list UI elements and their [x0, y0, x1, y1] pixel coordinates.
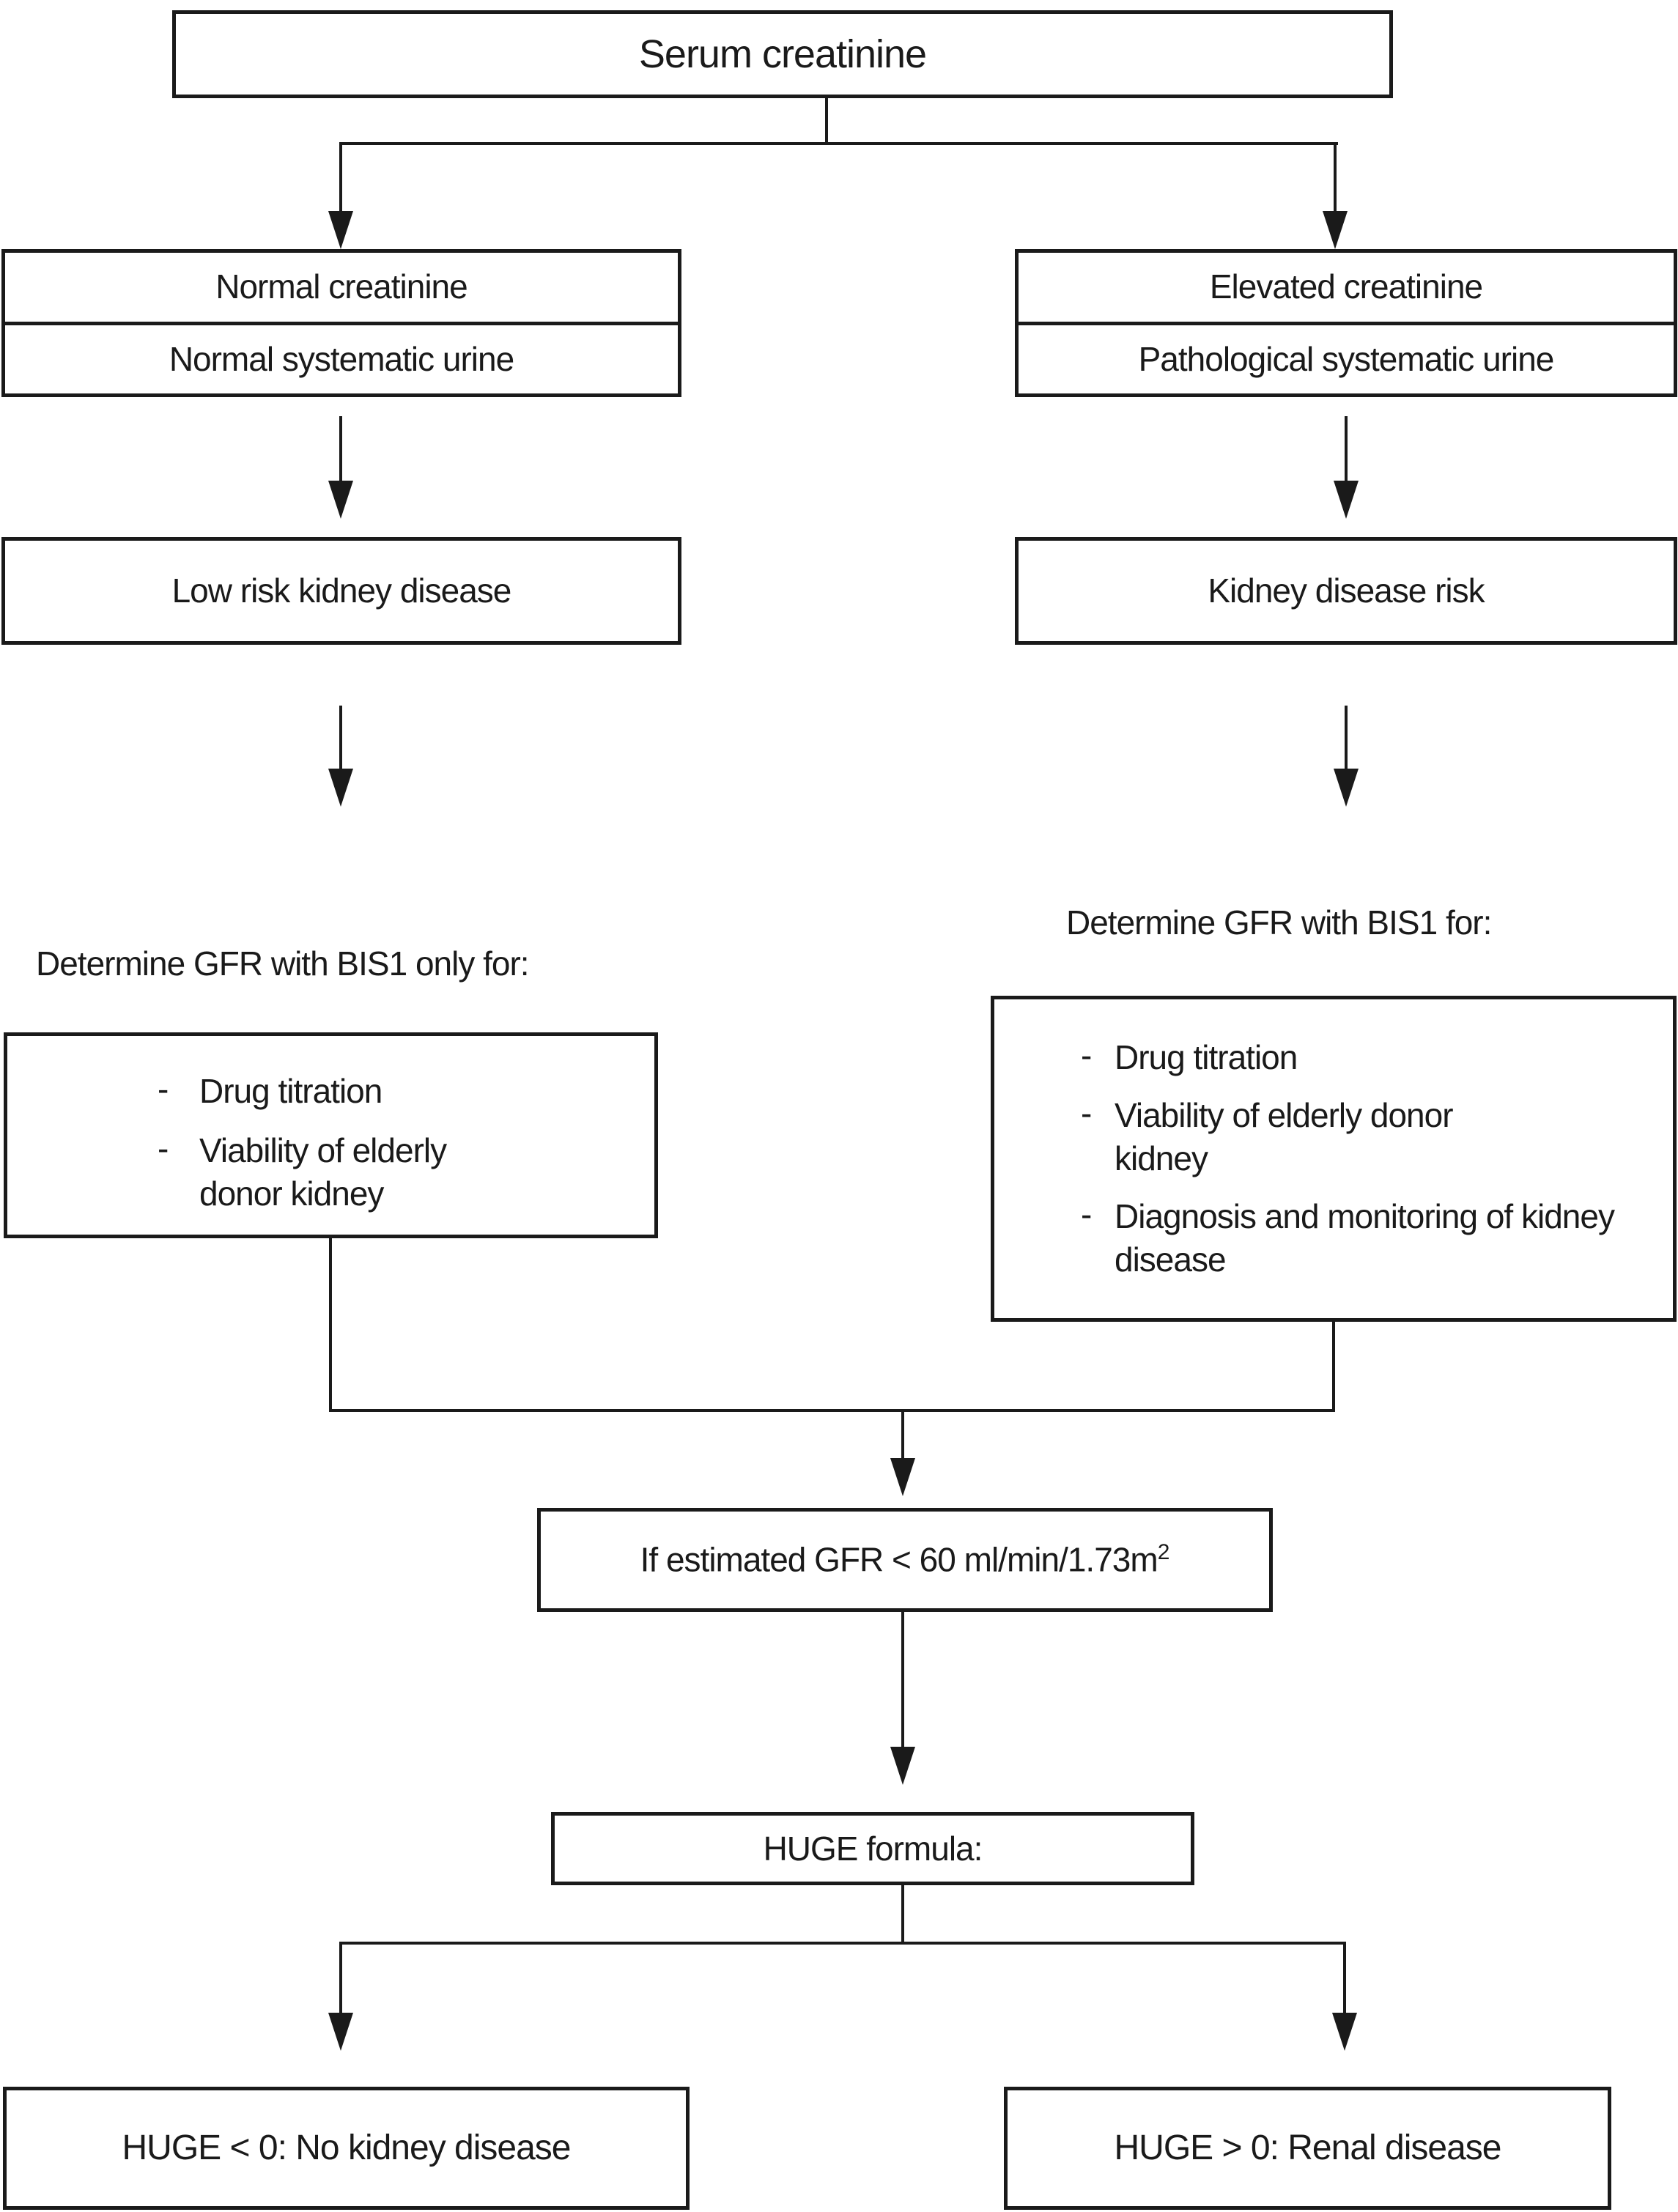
bullet-marker: -	[1081, 1093, 1092, 1132]
connector-left-to-action	[339, 706, 342, 770]
bullet-marker: -	[158, 1128, 169, 1167]
connector-merge-left	[329, 1237, 332, 1412]
arrowhead-down	[890, 1747, 915, 1785]
connector-gfr-to-huge	[901, 1610, 904, 1748]
bullet-item: - Viability of elderly donor kidney	[1081, 1093, 1454, 1180]
connector-right-to-risk	[1345, 416, 1348, 482]
arrowhead-down	[328, 769, 353, 807]
node-label: Pathological systematic urine	[1138, 339, 1555, 378]
node-kidney-disease-risk: Kidney disease risk	[1015, 537, 1677, 645]
node-low-risk-kidney-disease: Low risk kidney disease	[1, 537, 681, 645]
cell-pathological-systematic-urine: Pathological systematic urine	[1019, 325, 1674, 394]
bullet-marker: -	[1081, 1036, 1092, 1074]
node-serum-creatinine: Serum creatinine	[172, 10, 1393, 98]
arrowhead-down	[1332, 2013, 1357, 2051]
connector-outcome-left	[339, 1942, 342, 2014]
bullet-item: - Diagnosis and monitoring of kidney dis…	[1081, 1194, 1615, 1281]
arrowhead-down	[328, 2013, 353, 2051]
connector-left-branch	[339, 142, 342, 212]
cell-normal-systematic-urine: Normal systematic urine	[5, 325, 678, 394]
bullet-marker: -	[1081, 1194, 1092, 1233]
node-label: Kidney disease risk	[1208, 572, 1485, 610]
connector-merge-stem	[901, 1409, 904, 1458]
node-label: Low risk kidney disease	[171, 572, 512, 610]
bullet-text: Viability of elderly donor kidney	[199, 1131, 447, 1213]
node-label: Elevated creatinine	[1209, 267, 1483, 306]
bullet-item: - Drug titration	[1081, 1036, 1298, 1079]
node-left-indications: - Drug titration - Viability of elderly …	[4, 1032, 658, 1238]
connector-right-branch	[1334, 142, 1337, 212]
cell-elevated-creatinine: Elevated creatinine	[1019, 253, 1674, 325]
connector-merge-right	[1332, 1320, 1335, 1412]
node-label: HUGE formula:	[763, 1829, 983, 1868]
arrowhead-down	[328, 211, 353, 249]
node-label: If estimated GFR < 60 ml/min/1.73m2	[640, 1540, 1170, 1579]
bullet-text: Drug titration	[199, 1072, 382, 1110]
cell-normal-creatinine: Normal creatinine	[5, 253, 678, 325]
node-huge-formula: HUGE formula:	[551, 1812, 1194, 1885]
arrowhead-down	[1334, 769, 1359, 807]
bullet-item: - Viability of elderly donor kidney	[158, 1128, 447, 1216]
connector-left-to-risk	[339, 416, 342, 482]
connector-outcome-right	[1343, 1942, 1346, 2014]
arrowhead-down	[1334, 481, 1359, 519]
connector-right-to-action	[1345, 706, 1348, 770]
node-outcome-renal-disease: HUGE > 0: Renal disease	[1004, 2087, 1611, 2210]
bullet-text: Diagnosis and monitoring of kidney disea…	[1115, 1196, 1615, 1279]
node-label: Normal creatinine	[215, 267, 467, 306]
node-outcome-no-kidney-disease: HUGE < 0: No kidney disease	[3, 2087, 690, 2210]
node-elevated-findings: Elevated creatinine Pathological systema…	[1015, 249, 1677, 397]
connector-merge-horizontal	[329, 1409, 1335, 1412]
node-label: Serum creatinine	[638, 32, 927, 76]
label-determine-gfr-left: Determine GFR with BIS1 only for:	[36, 944, 530, 983]
node-right-indications: - Drug titration - Viability of elderly …	[991, 996, 1677, 1322]
arrowhead-down	[1323, 211, 1348, 249]
bullet-text: Viability of elderly donor kidney	[1115, 1095, 1454, 1177]
bullet-text: Drug titration	[1115, 1038, 1298, 1076]
connector-huge-stem	[901, 1884, 904, 1945]
node-label: Normal systematic urine	[169, 339, 514, 378]
arrowhead-down	[890, 1458, 915, 1496]
node-normal-findings: Normal creatinine Normal systematic urin…	[1, 249, 681, 397]
connector-root-stem	[825, 97, 828, 144]
node-gfr-condition: If estimated GFR < 60 ml/min/1.73m2	[537, 1508, 1273, 1612]
superscript: 2	[1157, 1540, 1170, 1565]
label-determine-gfr-right: Determine GFR with BIS1 for:	[1066, 903, 1492, 942]
node-label: HUGE > 0: Renal disease	[1114, 2128, 1502, 2168]
arrowhead-down	[328, 481, 353, 519]
connector-root-split	[339, 142, 1338, 145]
gfr-condition-text: If estimated GFR < 60 ml/min/1.73m	[640, 1540, 1158, 1579]
bullet-marker: -	[158, 1070, 169, 1108]
bullet-item: - Drug titration	[158, 1070, 382, 1113]
node-label: HUGE < 0: No kidney disease	[122, 2128, 572, 2168]
connector-outcome-split	[339, 1942, 1346, 1945]
